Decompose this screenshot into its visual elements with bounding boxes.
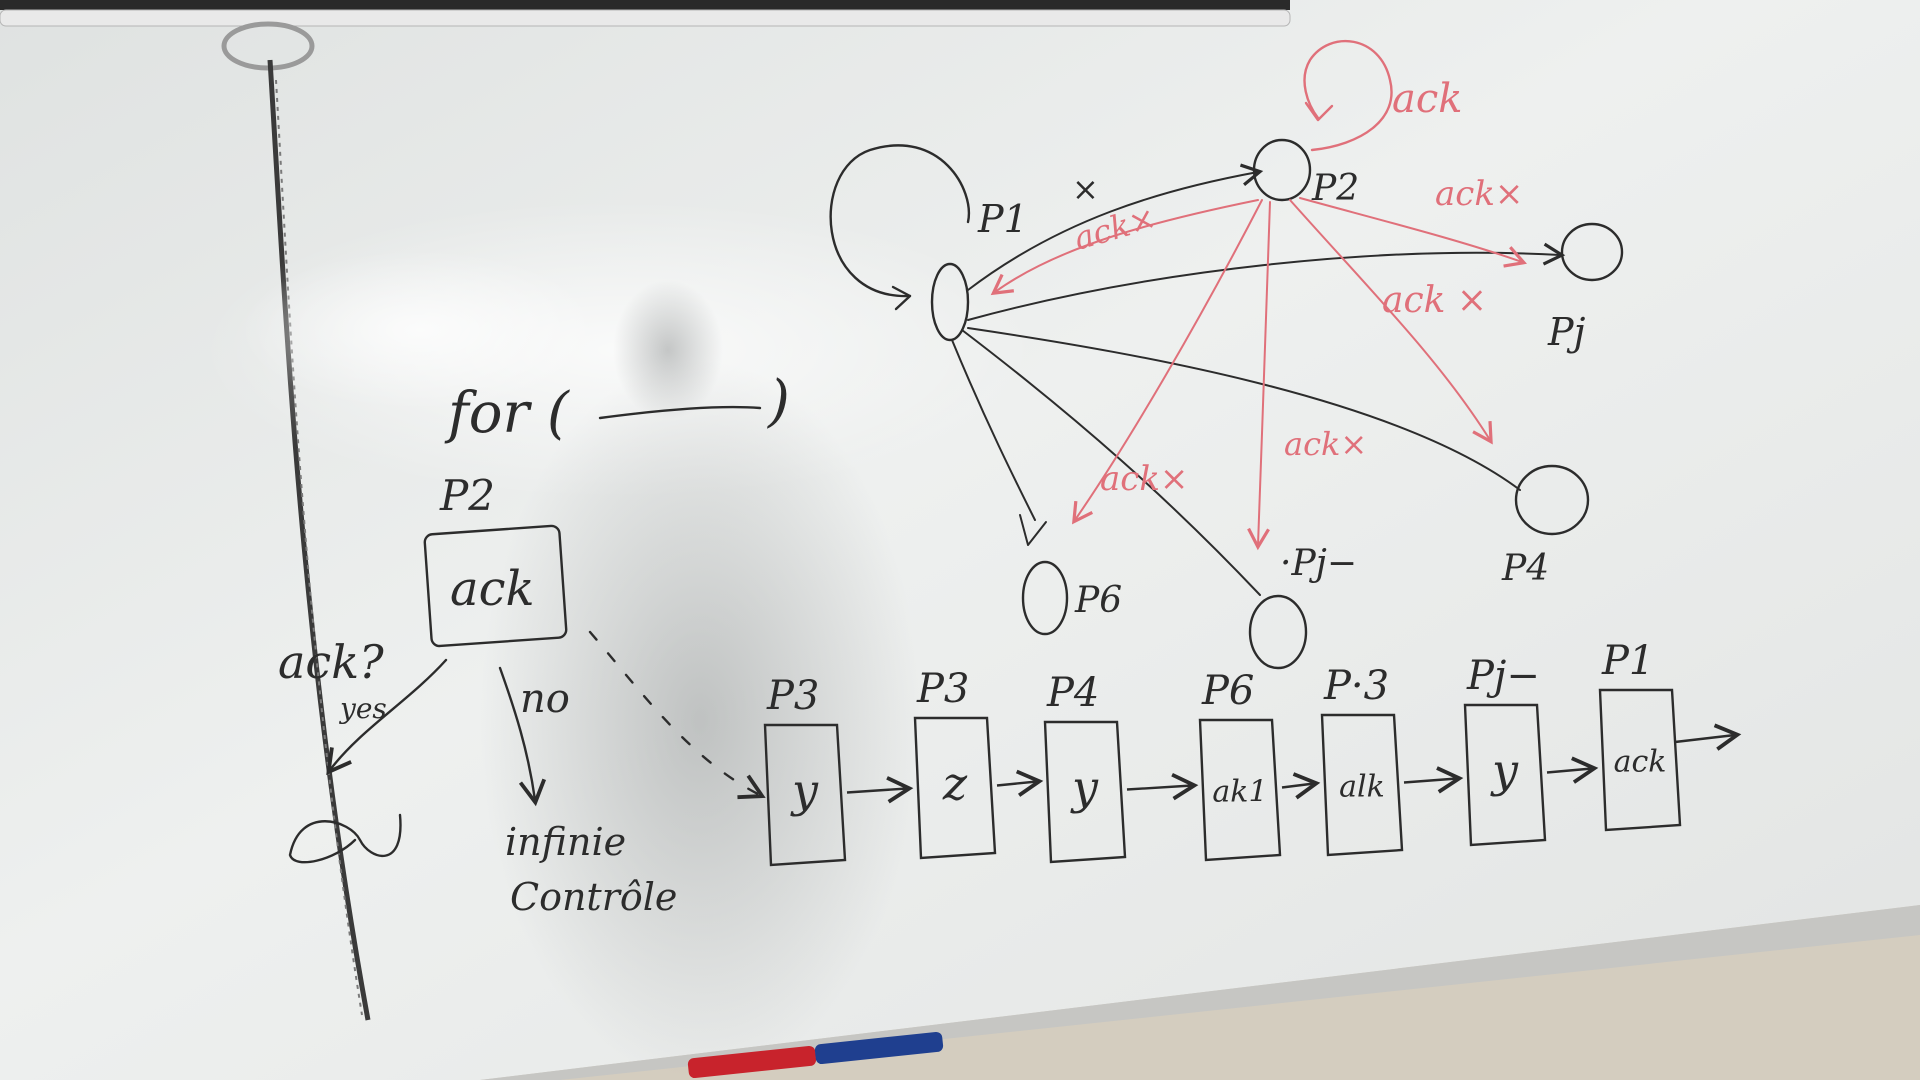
queue-item-content: ak1 xyxy=(1212,775,1267,810)
edge-p2-p6-red xyxy=(1072,199,1263,525)
network-diagram xyxy=(829,39,1624,670)
for-close-label: ) xyxy=(767,369,790,434)
queue-item-box xyxy=(1198,718,1282,862)
ack-box xyxy=(423,524,568,648)
edge-label-ack-pj-top: ack× xyxy=(1435,174,1523,214)
yes-arrow xyxy=(326,658,448,776)
no-label: no xyxy=(520,676,570,722)
queue-item-sender: P6 xyxy=(1201,668,1254,714)
red-marker xyxy=(687,1045,817,1079)
queue-item-content: y xyxy=(1490,744,1519,798)
edge-p1-pj xyxy=(967,242,1566,321)
edge-p2-pj-red xyxy=(1299,197,1527,268)
edge-p1-pj-bottom xyxy=(961,329,1261,596)
p2-self-loop-arrowhead xyxy=(1304,101,1334,122)
edge-p1-p2 xyxy=(967,163,1264,291)
edge-p2-pjb-red xyxy=(1247,201,1271,551)
queue-item-box xyxy=(1598,688,1682,832)
queue-item: P1 ack xyxy=(1598,638,1682,832)
yes-label: yes xyxy=(338,692,387,725)
p1-self-loop xyxy=(829,144,971,298)
queue-item-box xyxy=(1463,703,1547,847)
queue-item-content: z xyxy=(942,757,968,811)
queue-link-arrow xyxy=(1403,766,1464,794)
queue-item-sender: Pj− xyxy=(1466,653,1540,699)
edge-p2-p4-red xyxy=(1289,199,1493,445)
queue-link-arrow xyxy=(846,776,914,804)
p2-left-label: P2 xyxy=(439,471,495,520)
queue-item: Pj− y xyxy=(1463,653,1599,847)
queue-link-arrow xyxy=(1281,772,1321,800)
node-p1 xyxy=(930,262,970,342)
pull-cord xyxy=(267,59,371,1021)
infinite-label-2: Contrôle xyxy=(510,875,677,919)
p6-node-label: P6 xyxy=(1074,580,1122,621)
edge-p1-p6 xyxy=(951,339,1036,521)
edge-p2-p1-red xyxy=(990,199,1259,296)
queue-link-arrow xyxy=(1546,756,1599,784)
queue-link-arrow xyxy=(996,769,1044,797)
message-queue: P3 y P3 z P4 y P6 ak1 P·3 alk Pj− y P1 ack xyxy=(763,638,1682,867)
no-arrow xyxy=(498,666,547,807)
edge-label-ack-p4: ack× xyxy=(1284,425,1367,463)
ack-box-label: ack xyxy=(450,561,535,617)
marker-tray xyxy=(480,905,1920,1080)
projector-screen-case xyxy=(0,0,1290,10)
edge-label-ack-pj-mid: ack × xyxy=(1382,280,1487,321)
queue-item-box xyxy=(913,716,997,860)
queue-item-box xyxy=(1320,713,1404,857)
for-label: for ( xyxy=(444,381,570,446)
queue-link-arrow xyxy=(1126,772,1199,801)
projector-screen-bar xyxy=(0,9,1291,27)
blue-marker xyxy=(814,1031,944,1065)
queue-item: P3 y xyxy=(763,673,914,867)
node-pj-bottom xyxy=(1248,594,1308,670)
infinity-loop xyxy=(288,813,402,864)
edge-label-x-p1-p2: × xyxy=(1072,170,1099,208)
photographer-shadow-body xyxy=(480,360,920,1080)
edge-p1-p6-arrowhead xyxy=(1019,514,1047,546)
p4-node-label: P4 xyxy=(1501,548,1549,589)
pull-cord-twist xyxy=(275,79,363,1016)
pj-bottom-label: ·Pj− xyxy=(1280,543,1357,584)
queue-item-sender: P3 xyxy=(766,673,819,719)
queue-item-sender: P1 xyxy=(1601,638,1654,684)
queue-item-sender: P4 xyxy=(1046,670,1099,716)
node-p6 xyxy=(1021,560,1069,636)
pj-right-label: Pj xyxy=(1547,310,1586,354)
p1-label: P1 xyxy=(977,197,1028,241)
queue-item-content: y xyxy=(1070,761,1099,815)
ack-decision-flow xyxy=(288,405,766,864)
dashed-to-queue xyxy=(588,630,766,800)
node-p4 xyxy=(1514,464,1590,536)
queue-item-content: y xyxy=(790,764,819,818)
queue-item: P6 ak1 xyxy=(1198,668,1321,862)
queue-tail-arrow xyxy=(1674,723,1742,751)
edge-label-ack-p6: ack× xyxy=(1100,459,1188,499)
edge-p1-p4 xyxy=(967,327,1521,491)
queue-item-content: alk xyxy=(1339,770,1385,805)
queue-item-content: ack xyxy=(1614,745,1667,780)
p2-self-loop xyxy=(1303,39,1393,152)
window-glare-2 xyxy=(240,250,600,410)
queue-item-box xyxy=(763,723,847,867)
infinite-label-1: infinie xyxy=(505,820,626,864)
queue-item: P4 y xyxy=(1043,670,1199,864)
ack-question-label: ack? xyxy=(278,635,384,689)
queue-item-sender: P3 xyxy=(916,666,969,712)
queue-item: P·3 alk xyxy=(1320,663,1464,857)
queue-item-sender: P·3 xyxy=(1323,663,1389,709)
p1-self-loop-arrowhead xyxy=(891,285,912,311)
ack-self-label: ack xyxy=(1392,76,1463,122)
p2-node-label: P2 xyxy=(1311,168,1359,209)
for-underline xyxy=(598,405,762,420)
queue-item-box xyxy=(1043,720,1127,864)
queue-item: P3 z xyxy=(913,666,1044,860)
